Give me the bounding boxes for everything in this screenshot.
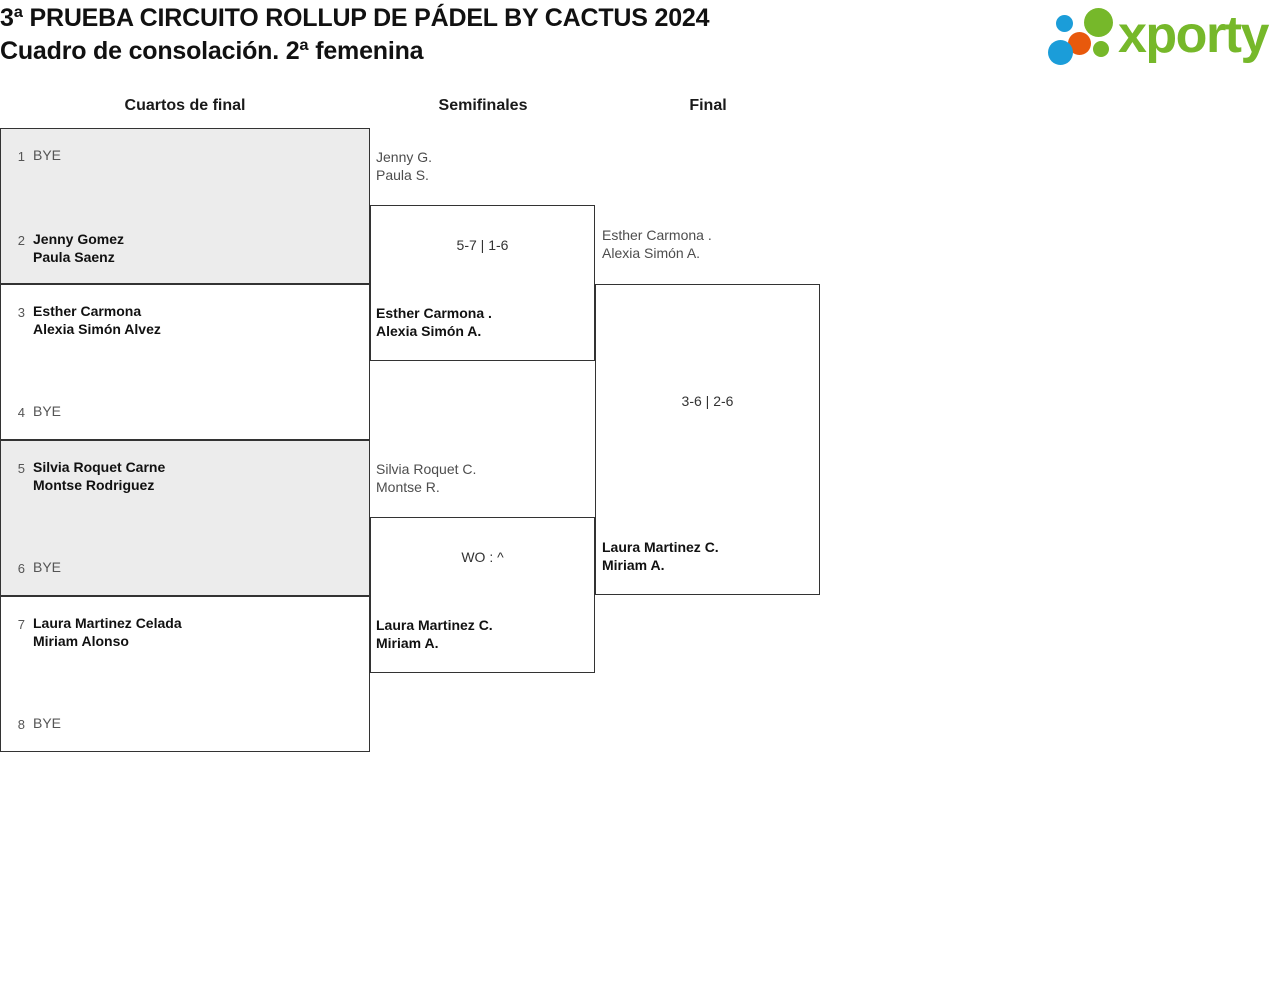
player-line: Paula Saenz	[33, 249, 115, 265]
match-r3-1-slot-bottom: Laura Martinez C. Miriam A.	[602, 538, 719, 574]
player-line: Alexia Simón A.	[376, 323, 482, 339]
player-line: Miriam Alonso	[33, 633, 129, 649]
player-line: Esther Carmona .	[602, 227, 712, 243]
player-names: BYE	[33, 714, 61, 732]
match-r3-1-score: 3-6 | 2-6	[681, 393, 734, 409]
round-header-semifinals: Semifinales	[438, 97, 528, 114]
player-line: BYE	[33, 715, 62, 731]
match-r1-2[interactable]: 3 Esther Carmona Alexia Simón Alvez 4 BY…	[0, 284, 370, 440]
match-r2-2-slot-top: Silvia Roquet C. Montse R.	[376, 460, 476, 496]
match-r1-3[interactable]: 5 Silvia Roquet Carne Montse Rodriguez 6…	[0, 440, 370, 596]
seed-number: 3	[17, 305, 25, 320]
seed-number: 5	[17, 461, 25, 476]
player-line: Jenny Gomez	[33, 231, 125, 247]
logo-dot-orange	[1068, 32, 1091, 55]
logo-dot-blue-small	[1056, 15, 1073, 32]
logo-dot-green-small	[1093, 41, 1109, 57]
seed-number: 4	[17, 405, 25, 420]
player-line: Esther Carmona .	[376, 305, 492, 321]
logo-dot-green-large	[1084, 8, 1113, 37]
match-r3-1[interactable]	[595, 284, 820, 595]
seed-number: 1	[17, 149, 25, 164]
player-line: BYE	[33, 559, 62, 575]
match-r2-2-score: WO : ^	[461, 549, 504, 565]
player-line: Silvia Roquet C.	[376, 461, 477, 477]
title-line-2: Cuadro de consolación. 2ª femenina	[0, 37, 424, 65]
player-line: Alexia Simón Alvez	[33, 321, 161, 337]
match-r2-2[interactable]	[370, 517, 595, 673]
match-r2-1[interactable]	[370, 205, 595, 361]
logo-dot-blue-large	[1048, 40, 1073, 65]
player-line: Montse R.	[376, 479, 440, 495]
player-names: BYE	[33, 146, 61, 164]
match-r1-2-slot-bottom: 4 BYE	[1, 402, 361, 422]
page-title: 3ª PRUEBA CIRCUITO ROLLUP DE PÁDEL BY CA…	[0, 2, 900, 68]
match-r1-3-slot-top: 5 Silvia Roquet Carne Montse Rodriguez	[1, 458, 361, 494]
player-line: BYE	[33, 147, 62, 163]
seed-number: 8	[17, 717, 25, 732]
player-names: BYE	[33, 558, 61, 576]
player-line: Paula S.	[376, 167, 429, 183]
player-names: Esther Carmona Alexia Simón Alvez	[33, 302, 161, 338]
player-line: Alexia Simón A.	[602, 245, 701, 261]
match-r1-1-slot-bottom: 2 Jenny Gomez Paula Saenz	[1, 230, 361, 266]
match-r1-1-slot-top: 1 BYE	[1, 146, 361, 166]
seed-number: 2	[17, 233, 25, 248]
match-r3-1-slot-top: Esther Carmona . Alexia Simón A.	[602, 226, 712, 262]
player-line: Silvia Roquet Carne	[33, 459, 166, 475]
player-line: Laura Martinez C.	[376, 617, 493, 633]
match-r1-1[interactable]: 1 BYE 2 Jenny Gomez Paula Saenz	[0, 128, 370, 284]
player-line: Miriam A.	[602, 557, 665, 573]
seed-number: 7	[17, 617, 25, 632]
player-names: Laura Martinez Celada Miriam Alonso	[33, 614, 182, 650]
title-line-1: 3ª PRUEBA CIRCUITO ROLLUP DE PÁDEL BY CA…	[0, 4, 710, 32]
round-header-quarterfinals: Cuartos de final	[124, 97, 246, 114]
xporty-logo[interactable]: xporty	[1048, 6, 1274, 66]
player-line: Montse Rodriguez	[33, 477, 155, 493]
player-names: Jenny Gomez Paula Saenz	[33, 230, 124, 266]
player-names: Silvia Roquet Carne Montse Rodriguez	[33, 458, 165, 494]
match-r2-2-slot-bottom: Laura Martinez C. Miriam A.	[376, 616, 493, 652]
match-r2-1-score: 5-7 | 1-6	[456, 237, 509, 253]
match-r1-3-slot-bottom: 6 BYE	[1, 558, 361, 578]
seed-number: 6	[17, 561, 25, 576]
match-r2-1-slot-top: Jenny G. Paula S.	[376, 148, 432, 184]
player-line: Jenny G.	[376, 149, 433, 165]
player-names: BYE	[33, 402, 61, 420]
match-r1-4-slot-top: 7 Laura Martinez Celada Miriam Alonso	[1, 614, 361, 650]
match-r1-2-slot-top: 3 Esther Carmona Alexia Simón Alvez	[1, 302, 361, 338]
round-header-final: Final	[689, 97, 727, 114]
match-r1-4[interactable]: 7 Laura Martinez Celada Miriam Alonso 8 …	[0, 596, 370, 752]
player-line: BYE	[33, 403, 62, 419]
logo-wordmark: xporty	[1118, 6, 1269, 64]
match-r1-4-slot-bottom: 8 BYE	[1, 714, 361, 734]
player-line: Miriam A.	[376, 635, 439, 651]
match-r2-1-slot-bottom: Esther Carmona . Alexia Simón A.	[376, 304, 492, 340]
player-line: Laura Martinez Celada	[33, 615, 182, 631]
player-line: Laura Martinez C.	[602, 539, 719, 555]
logo-dots-icon	[1048, 8, 1122, 65]
player-line: Esther Carmona	[33, 303, 142, 319]
